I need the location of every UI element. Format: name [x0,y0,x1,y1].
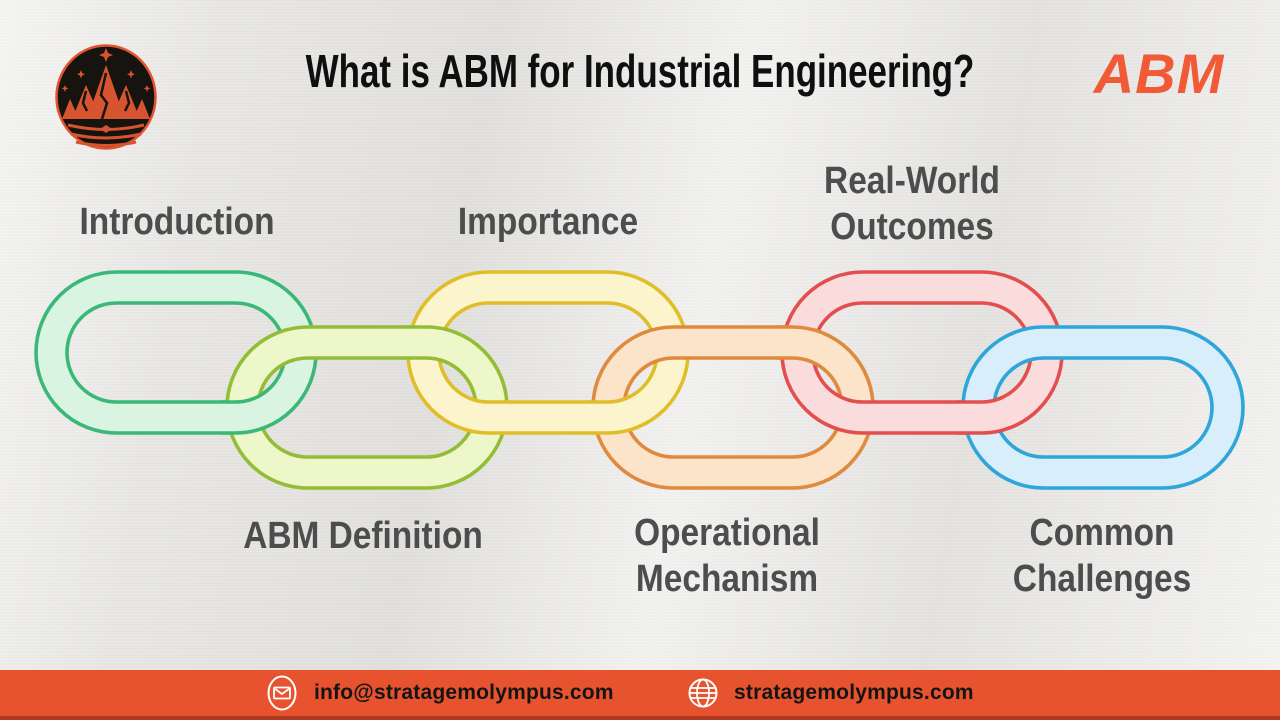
footer-website-text[interactable]: stratagemolympus.com [734,681,974,704]
chain-link-4-weave [957,388,1003,435]
chain-link-1 [225,325,509,490]
footer-email-text[interactable]: info@stratagemolympus.com [314,681,614,704]
chain-link-2-weave [587,388,633,435]
chain-link-0-weave [221,388,267,435]
footer-email: info@stratagemolympus.com [266,674,614,712]
footer-bottom-edge [0,716,1280,720]
crown-mountains-icon [62,65,150,133]
globe-icon [688,678,718,708]
label-abm-definition: ABM Definition [243,515,483,557]
chain-link-5 [961,325,1245,490]
page-title: What is ABM for Industrial Engineering? [305,45,975,97]
star-icons [61,48,151,92]
chain-link-3 [591,325,875,490]
footer-bar: info@stratagemolympus.com stratagemolymp… [0,670,1280,716]
label-operational-mechanism: Operational Mechanism [634,512,820,600]
footer-website: stratagemolympus.com [688,678,974,708]
label-introduction: Introduction [79,201,275,243]
brand-logo [55,44,157,150]
crown-base-bands [67,123,145,147]
mountain-ridges [81,72,131,120]
email-icon [267,675,297,711]
label-common-challenges: Common Challenges [1012,512,1192,600]
chain-link-3-weave [776,325,822,368]
label-importance: Importance [457,201,639,243]
chain-link-1-weave [402,325,448,368]
label-real-world-outcomes: Real-World Outcomes [824,160,1000,248]
brand-wordmark: ABM [1093,42,1225,105]
